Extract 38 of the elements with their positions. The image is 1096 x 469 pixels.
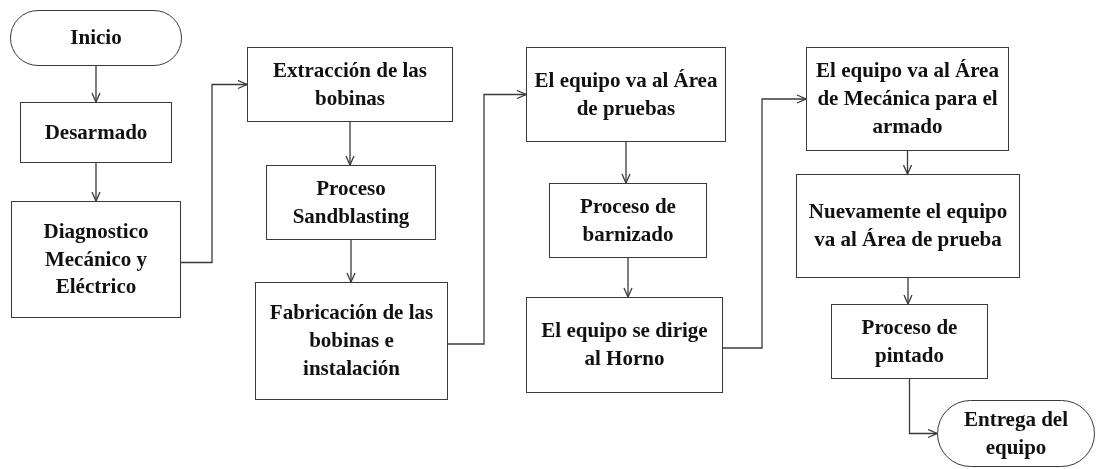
- node-label: Nuevamente el equipo va al Área de prueba: [807, 198, 1009, 253]
- terminal-pill: [10, 10, 182, 66]
- process-box: [549, 183, 707, 258]
- arrow: [903, 277, 913, 305]
- arrow: [722, 94, 807, 349]
- node-label: Proceso de barnizado: [579, 192, 677, 248]
- process-box: [255, 282, 448, 400]
- node-label: El equipo va al Área de pruebas: [533, 66, 719, 122]
- node-label: Diagnostico Mecánico y Eléctrico: [42, 217, 150, 301]
- process-box: [831, 304, 988, 379]
- node-label: Desarmado: [44, 118, 148, 146]
- node-label: Entrega del equipo: [963, 405, 1069, 461]
- arrow: [623, 257, 633, 298]
- node-label: Proceso Sandblasting: [291, 174, 411, 230]
- arrow: [902, 150, 913, 175]
- node-label: El equipo se dirige al Horno: [540, 317, 709, 372]
- process-box: [247, 47, 453, 122]
- arrow: [180, 79, 248, 264]
- process-box: [20, 102, 172, 163]
- arrow: [346, 239, 356, 283]
- arrow: [91, 162, 101, 202]
- node-label: Inicio: [70, 24, 122, 52]
- process-box: [266, 165, 436, 240]
- arrow: [447, 89, 527, 345]
- node-label: Extracción de las bobinas: [272, 56, 428, 112]
- arrow: [91, 65, 101, 103]
- node-label: Fabricación de las bobinas e instalación: [268, 299, 435, 382]
- arrow: [908, 378, 938, 439]
- node-label: El equipo va al Área de Mecánica para el armado: [815, 57, 1000, 140]
- process-box: [526, 47, 726, 142]
- node-label: Proceso de pintado: [860, 313, 959, 369]
- arrow: [345, 121, 355, 166]
- process-box: [796, 174, 1020, 278]
- process-box: [806, 47, 1009, 151]
- process-box: [11, 201, 181, 318]
- terminal-pill: [937, 400, 1095, 467]
- process-box: [526, 297, 723, 393]
- arrow: [621, 141, 631, 184]
